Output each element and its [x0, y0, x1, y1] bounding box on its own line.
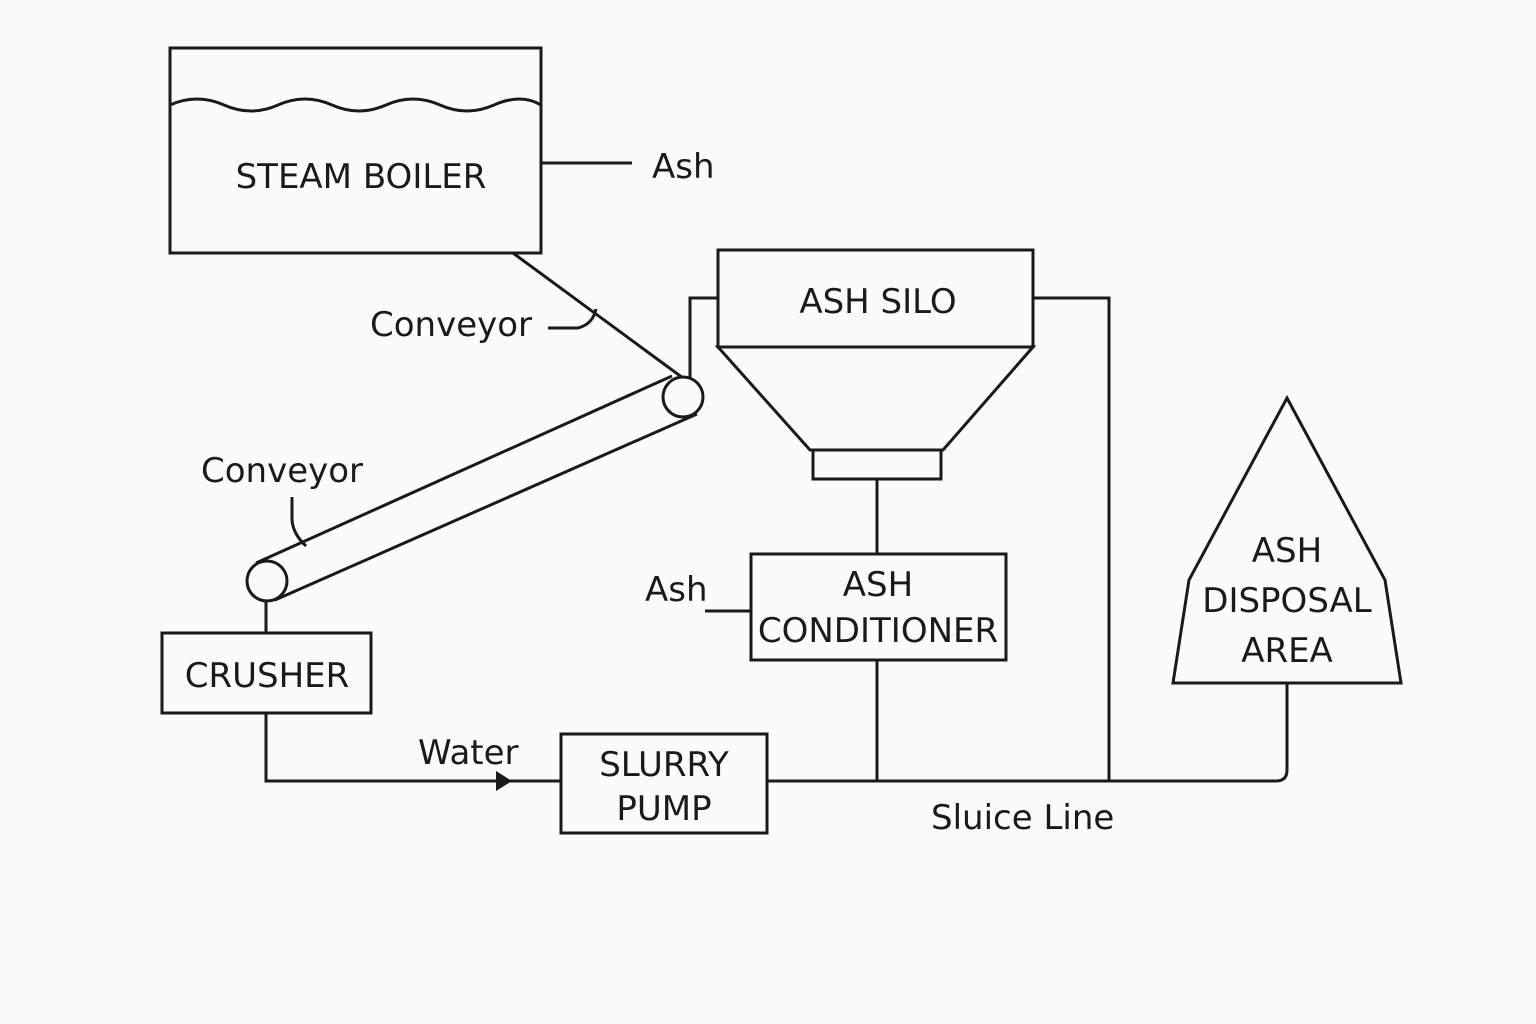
- boiler-chute-line: [512, 251, 684, 380]
- ash-disposal-label-line2: DISPOSAL: [1202, 581, 1372, 621]
- ash-disposal-label-line1: ASH: [1252, 531, 1322, 571]
- conveyor-belt-bottom: [274, 412, 698, 602]
- ash-disposal-area: ASH DISPOSAL AREA: [1171, 394, 1403, 685]
- boiler-water-wave: [169, 97, 542, 113]
- conveyor-top-label: Conveyor: [370, 305, 532, 345]
- conveyor-tail-pulley: [245, 559, 289, 603]
- crusher-box: [160, 631, 373, 715]
- steam-boiler: STEAM BOILER: [168, 46, 543, 255]
- conveyor-belt-label: Conveyor: [201, 451, 363, 491]
- ash-disposal-label-line3: AREA: [1241, 631, 1333, 671]
- sluice-line: [767, 683, 1289, 783]
- boiler-ash-label: Ash: [652, 147, 715, 187]
- ash-conditioner-label-line1: ASH: [843, 565, 913, 605]
- ash-silo: ASH SILO: [714, 248, 1037, 481]
- conveyor-belt-leader: [290, 497, 308, 548]
- ash-disposal-pile: [1171, 394, 1403, 685]
- sluice-line-label: Sluice Line: [931, 798, 1114, 838]
- conveyor-belt-top: [255, 374, 673, 565]
- slurry-pump-label-line2: PUMP: [616, 789, 711, 829]
- water-label: Water: [418, 733, 519, 773]
- inclined-conveyor: [245, 374, 705, 603]
- silo-bypass-line: [1033, 296, 1111, 781]
- ash-conditioner: ASH CONDITIONER: [749, 552, 1008, 662]
- slurry-pump-label-line1: SLURRY: [599, 745, 729, 785]
- steam-boiler-box: [168, 46, 543, 255]
- conveyor-head-pulley: [661, 375, 705, 419]
- conditioner-ash-label: Ash: [645, 570, 708, 610]
- crusher-label: CRUSHER: [185, 656, 350, 696]
- ash-conditioner-label-line2: CONDITIONER: [758, 611, 998, 651]
- slurry-pump-box: [559, 732, 769, 835]
- ash-silo-outlet: [811, 448, 943, 481]
- slurry-pump: SLURRY PUMP: [559, 732, 769, 835]
- crusher-to-pump-line: [264, 713, 561, 783]
- water-arrow-icon: [496, 771, 512, 791]
- ash-silo-hopper: [714, 345, 1037, 452]
- ash-silo-label: ASH SILO: [799, 282, 956, 322]
- conveyor-top-leader: [548, 308, 598, 330]
- steam-boiler-label: STEAM BOILER: [236, 157, 487, 197]
- ash-conditioner-box: [749, 552, 1008, 662]
- crusher: CRUSHER: [160, 631, 373, 715]
- pulley-to-silo-line: [688, 296, 718, 378]
